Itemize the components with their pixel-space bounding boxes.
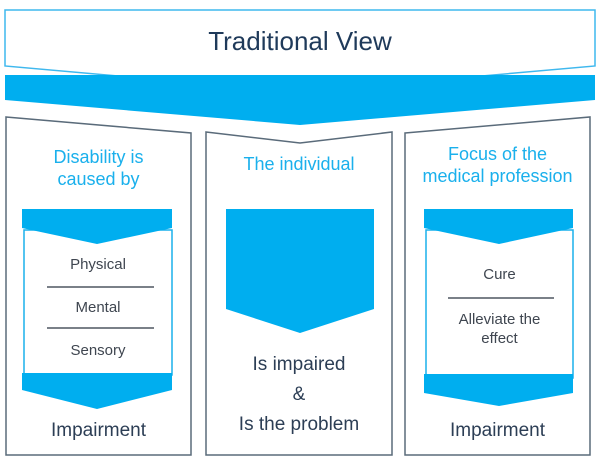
column-2-pentagon <box>226 209 374 333</box>
cause-sensory: Sensory <box>70 342 126 359</box>
column-1-result: Impairment <box>50 420 147 441</box>
column-1-shield-top <box>22 209 172 244</box>
focus-alleviate: Alleviate the effect <box>426 310 573 348</box>
column-3-shield-outline <box>425 229 574 379</box>
focus-cure: Cure <box>483 266 516 283</box>
heading-line: caused by <box>57 169 140 189</box>
column-2-result: Is impaired & Is the problem <box>206 350 392 440</box>
heading-line: Focus of the <box>447 144 548 164</box>
column-3-heading: Focus of the medical profession <box>405 143 590 187</box>
diagram-title: Traditional View <box>208 26 392 56</box>
cause-physical: Physical <box>70 256 126 273</box>
column-1-shield-bottom <box>22 373 172 409</box>
item-line: effect <box>481 330 518 347</box>
column-2-heading: The individual <box>243 154 355 174</box>
column-3-shield-top <box>424 209 573 244</box>
column-1-heading: Disability is caused by <box>6 146 191 190</box>
item-line: Alleviate the <box>458 311 541 328</box>
result-line: & <box>292 384 306 405</box>
header-chevron-band <box>5 75 595 125</box>
cause-mental: Mental <box>75 299 121 316</box>
result-line: Is the problem <box>238 414 360 435</box>
heading-line: Disability is <box>53 147 144 167</box>
heading-line: medical profession <box>422 166 573 186</box>
column-3-result: Impairment <box>449 420 546 441</box>
result-line: Is impaired <box>252 354 346 375</box>
column-3-shield-bottom <box>424 374 573 406</box>
